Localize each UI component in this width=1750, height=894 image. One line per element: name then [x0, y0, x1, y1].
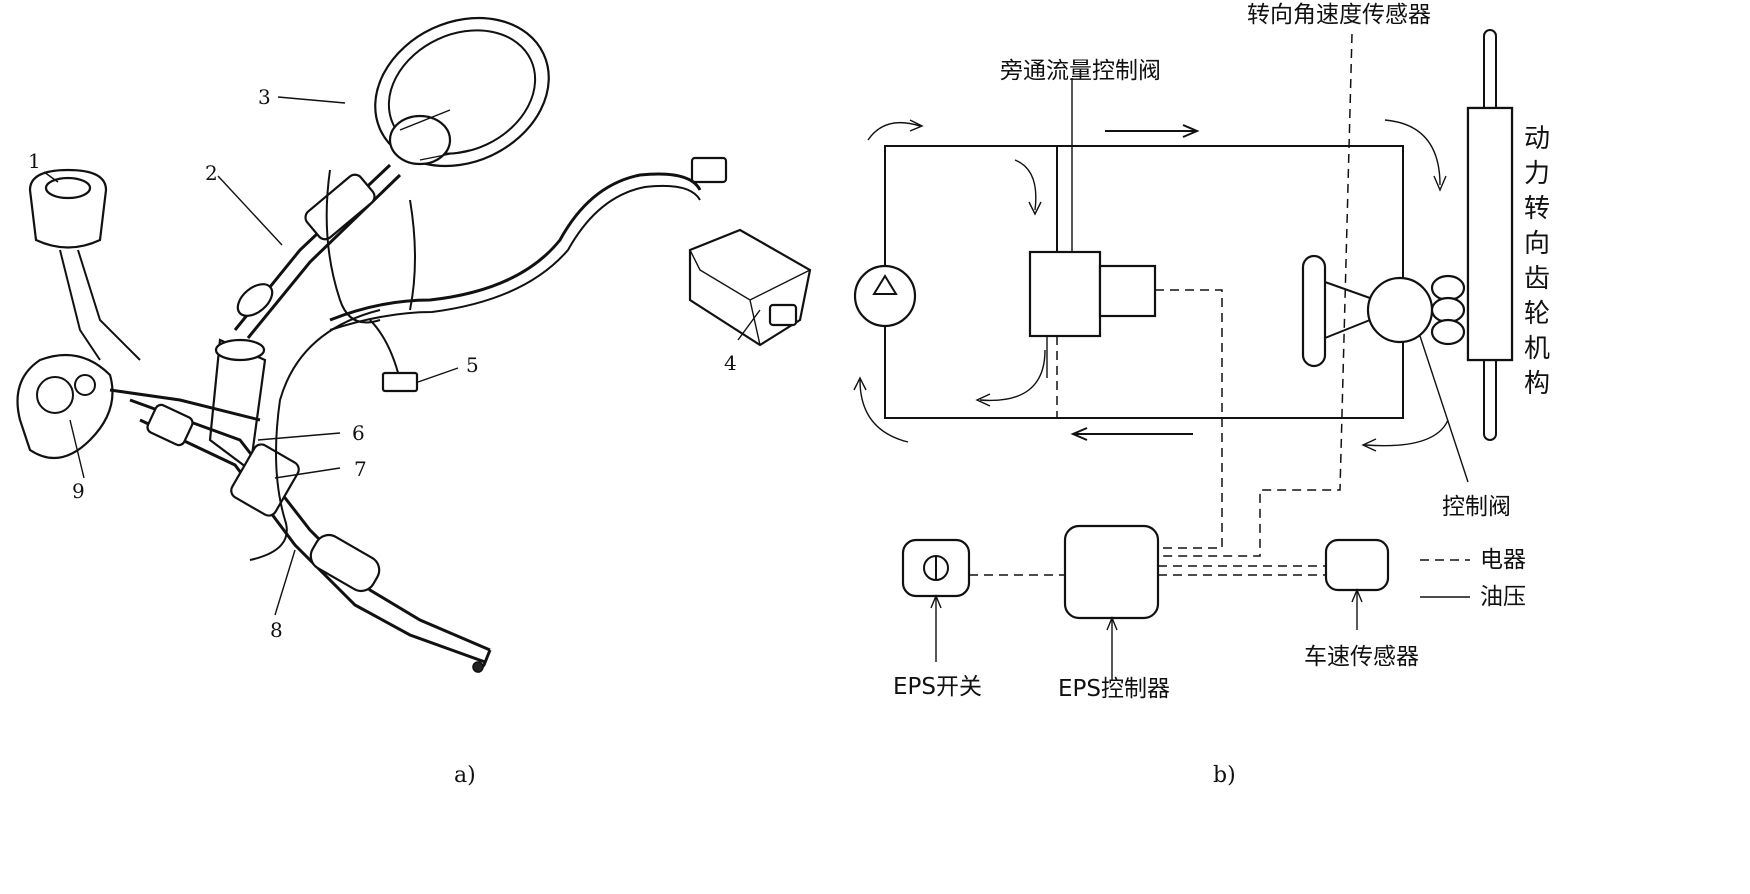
panel-a-illustration: 1 2 3 4 5 6 7 8 9	[16, 16, 812, 673]
valve-signal-line	[1155, 289, 1223, 549]
panel-b-caption: b)	[1213, 763, 1236, 788]
rack-drawing	[129, 398, 492, 673]
gear-label-char-5: 齿	[1524, 264, 1550, 294]
control-valve-leader	[1419, 335, 1469, 483]
gear-label-char-4: 向	[1524, 229, 1550, 259]
panel-b-schematic: 旁通流量控制阀	[853, 2, 1550, 702]
gear-label-char-2: 力	[1524, 159, 1550, 189]
steering-wheel-drawing	[374, 16, 550, 168]
angle-sensor-label: 转向角速度传感器	[1247, 2, 1431, 28]
callout-2: 2	[205, 161, 218, 185]
gear-label-char-6: 轮	[1524, 299, 1550, 329]
callout-leaders	[43, 96, 761, 616]
callout-5: 5	[466, 353, 479, 377]
eps-switch-symbol	[901, 538, 971, 662]
callout-9: 9	[72, 479, 85, 503]
eps-controller-symbol	[1063, 524, 1160, 680]
eps-switch-label: EPS开关	[893, 674, 982, 700]
gear-label-char-7: 机	[1524, 334, 1550, 364]
flow-arrows	[853, 119, 1449, 452]
bypass-valve-label: 旁通流量控制阀	[1000, 58, 1161, 84]
gear-label-char-8: 构	[1524, 369, 1550, 399]
controller-module-drawing	[688, 156, 812, 347]
eps-controller-label: EPS控制器	[1058, 676, 1170, 702]
callout-8: 8	[270, 618, 283, 642]
angle-sensor-signal-line	[1158, 33, 1353, 557]
gear-label-char-1: 动	[1524, 124, 1550, 154]
speed-sensor-symbol	[1324, 538, 1390, 630]
callout-6: 6	[352, 421, 365, 445]
panel-a-caption: a)	[454, 763, 476, 788]
steering-column-drawing	[208, 163, 402, 473]
callout-7: 7	[354, 457, 367, 481]
speed-sensor-label: 车速传感器	[1304, 644, 1419, 670]
callout-1: 1	[28, 149, 41, 173]
power-steering-gear-symbol	[1466, 29, 1514, 441]
gear-label-char-3: 转	[1524, 194, 1550, 224]
bypass-valve-symbol	[1028, 78, 1157, 418]
legend-electrical-label: 电器	[1480, 547, 1526, 573]
callout-4: 4	[724, 351, 737, 375]
pump-symbol	[853, 264, 917, 328]
callout-3: 3	[258, 85, 271, 109]
control-valve-label: 控制阀	[1442, 494, 1511, 520]
reservoir-drawing	[28, 168, 141, 361]
steering-wheel-symbol	[1301, 254, 1466, 368]
connector-drawing	[381, 371, 419, 393]
legend-hydraulic-label: 油压	[1480, 584, 1526, 610]
pump-drawing	[16, 353, 261, 460]
legend: 电器 油压	[1420, 547, 1526, 610]
